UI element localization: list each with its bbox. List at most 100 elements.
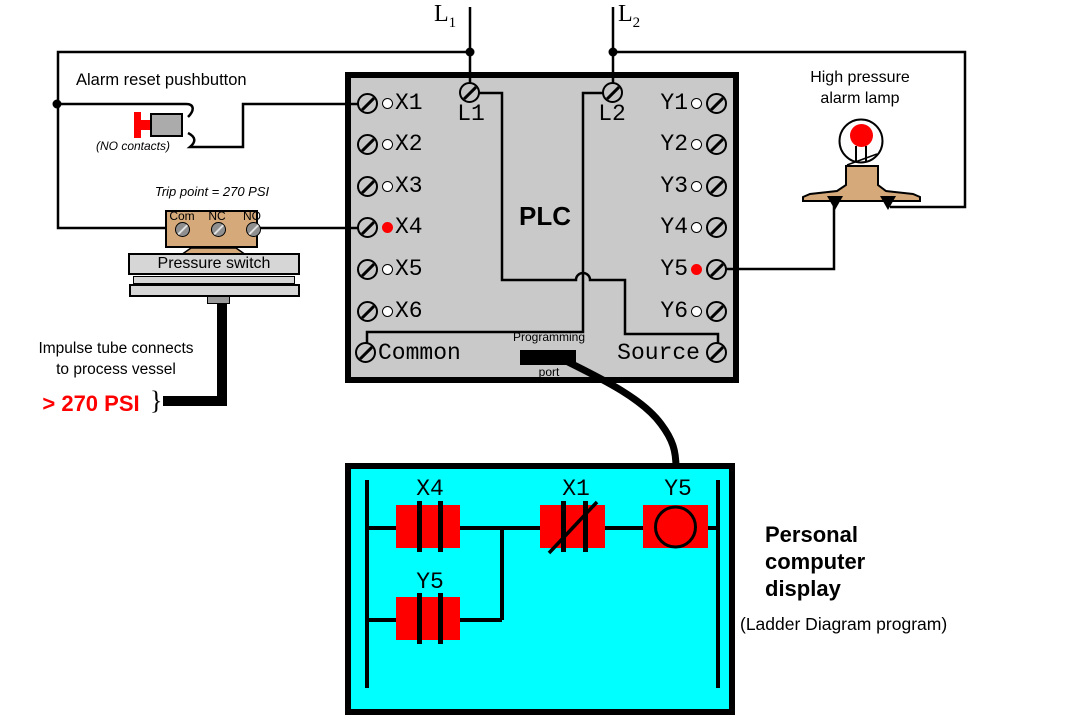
pushbutton-symbol <box>134 112 183 138</box>
y1-screw <box>706 93 727 114</box>
impulse-note-line1: Impulse tube connects <box>38 340 194 357</box>
y2-led <box>691 139 702 150</box>
source-label: Source <box>617 340 700 366</box>
l2-to-lamp-wire <box>613 50 967 209</box>
common-label: Common <box>378 340 461 366</box>
y5-screw <box>706 259 727 280</box>
x6-label: X6 <box>395 298 423 324</box>
ladder-contact-y5-label: Y5 <box>416 569 444 595</box>
no-screw-terminal <box>246 222 261 237</box>
pc-caption-line1: Personal <box>765 522 858 547</box>
x5-led <box>382 264 393 275</box>
coil-circle <box>654 505 697 549</box>
pressure-switch-label: Pressure switch <box>157 255 271 272</box>
common-screw <box>355 342 376 363</box>
x1-screw <box>357 93 378 114</box>
y6-label: Y6 <box>660 298 688 324</box>
lamp-terminal-arrow-left <box>827 196 843 210</box>
l1-rail-label: L1 <box>434 1 456 32</box>
alarm-reset-title: Alarm reset pushbutton <box>76 71 247 89</box>
y3-label: Y3 <box>660 173 688 199</box>
contact-x4-highlight <box>396 505 460 548</box>
com-screw-terminal <box>175 222 190 237</box>
alarm-lamp-symbol <box>802 118 921 210</box>
x5-screw <box>357 259 378 280</box>
x1-led <box>382 98 393 109</box>
ladder-diagram <box>365 480 720 688</box>
pushbutton-to-x1-wire <box>186 102 362 149</box>
x6-led <box>382 306 393 317</box>
pressure-value: > 270 PSI <box>42 391 140 416</box>
y4-led <box>691 222 702 233</box>
l2-base: L <box>618 1 633 27</box>
pc-caption-subtitle: (Ladder Diagram program) <box>740 614 948 634</box>
programming-cable <box>564 357 680 469</box>
ladder-contact-x4-label: X4 <box>416 476 444 502</box>
ladder-highlights <box>396 505 708 640</box>
y5-to-lamp-wire <box>722 206 836 271</box>
pc-caption-line3: display <box>765 576 841 601</box>
x4-label: X4 <box>395 214 423 240</box>
impulse-tube <box>163 300 227 406</box>
pressure-switch-plate-thin <box>133 276 295 284</box>
pushbutton-top-lead <box>57 102 194 118</box>
x2-led <box>382 139 393 150</box>
terminal-nc-label: NC <box>208 209 226 223</box>
terminal-no-label: NO <box>243 209 261 223</box>
ladder-coil-y5-label: Y5 <box>664 476 692 502</box>
x3-led <box>382 181 393 192</box>
x4-screw <box>357 217 378 238</box>
y1-led <box>691 98 702 109</box>
y2-label: Y2 <box>660 131 688 157</box>
terminal-com-label: Com <box>169 209 195 223</box>
pc-caption-line2: computer <box>765 549 866 574</box>
nc-contact-slash <box>547 500 599 555</box>
junction-dots <box>52 47 618 109</box>
x5-label: X5 <box>395 256 423 282</box>
l1-sub: 1 <box>448 14 457 31</box>
programming-port-label-top: Programming <box>512 330 586 344</box>
contact-y5-highlight <box>396 597 460 640</box>
l2-rail-label: L2 <box>618 1 640 32</box>
pc-caption: Personal computer display <box>765 521 865 602</box>
coil-y5-highlight <box>643 505 708 548</box>
l2-sub: 2 <box>632 14 641 31</box>
lamp-base <box>802 165 921 202</box>
y3-screw <box>706 176 727 197</box>
x3-label: X3 <box>395 173 423 199</box>
no-contacts-note: (NO contacts) <box>95 139 170 153</box>
nc-screw-terminal <box>211 222 226 237</box>
lamp-title-line1: High pressure <box>810 69 910 86</box>
source-screw <box>706 342 727 363</box>
x6-screw <box>357 301 378 322</box>
programming-port-label-bottom: port <box>538 365 560 379</box>
l1-base: L <box>434 1 449 27</box>
tube-break-symbol: } <box>150 386 163 415</box>
contact-bars <box>417 501 588 644</box>
y3-led <box>691 181 702 192</box>
y5-label: Y5 <box>660 256 688 282</box>
lamp-filament-glow <box>850 124 873 147</box>
programming-port <box>520 350 576 365</box>
plc-internal-l2-to-common <box>365 91 605 346</box>
y4-screw <box>706 217 727 238</box>
y5-led <box>691 264 702 275</box>
y6-screw <box>706 301 727 322</box>
x1-label: X1 <box>395 90 423 116</box>
trip-point-note: Trip point = 270 PSI <box>154 184 270 199</box>
y6-led <box>691 306 702 317</box>
plc-l2-label: L2 <box>598 101 626 127</box>
lamp-title-line2: alarm lamp <box>820 90 900 107</box>
x2-screw <box>357 134 378 155</box>
plc-title: PLC <box>519 201 571 231</box>
x4-led <box>382 222 393 233</box>
x2-label: X2 <box>395 131 423 157</box>
impulse-tube-fitting <box>207 296 230 304</box>
y1-label: Y1 <box>660 90 688 116</box>
plc-l2-screw <box>602 82 623 103</box>
x3-screw <box>357 176 378 197</box>
plc-l1-label: L1 <box>457 101 485 127</box>
y2-screw <box>706 134 727 155</box>
